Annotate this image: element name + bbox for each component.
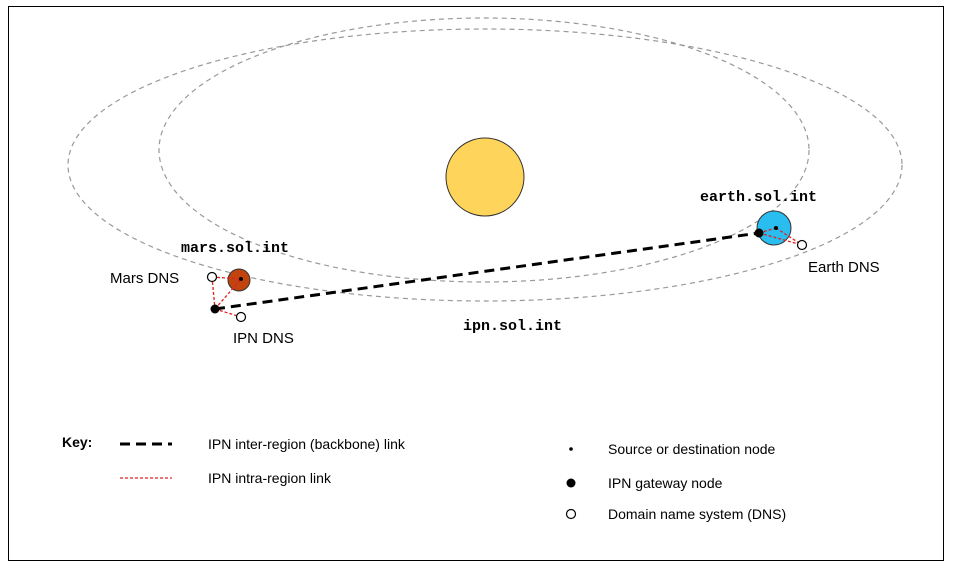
- earth-dns-label: Earth DNS: [808, 259, 880, 276]
- ipn-gateway-node: [210, 304, 220, 314]
- mars-intra-link-c: [214, 278, 242, 310]
- mars-dns-label: Mars DNS: [110, 270, 179, 287]
- legend-gateway-label: IPN gateway node: [608, 475, 723, 491]
- mars-source-node: [239, 277, 243, 281]
- legend-source-dot: [569, 447, 573, 451]
- inner-orbit: [158, 17, 810, 283]
- mars-intra-link-b: [211, 276, 216, 310]
- legend-intra-label: IPN intra-region link: [208, 470, 332, 486]
- earth-region-label: earth.sol.int: [700, 189, 817, 206]
- legend-backbone-label: IPN inter-region (backbone) link: [208, 436, 406, 452]
- earth-source-node: [774, 226, 778, 230]
- ipn-dns-label: IPN DNS: [233, 330, 294, 347]
- mars-region-label: mars.sol.int: [181, 240, 289, 257]
- earth-dns-node: [796, 239, 808, 251]
- legend-dns-dot: [565, 508, 577, 520]
- mars-dns-node: [206, 271, 218, 283]
- backbone-link: [214, 231, 760, 311]
- legend: Key: IPN inter-region (backbone) link IP…: [62, 434, 786, 522]
- diagram-frame: [8, 6, 944, 561]
- sun: [445, 137, 525, 217]
- legend-source-label: Source or destination node: [608, 441, 776, 457]
- legend-gateway-dot: [566, 478, 576, 488]
- earth-gateway-node: [754, 228, 764, 238]
- legend-title: Key:: [62, 434, 92, 450]
- outer-orbit: [67, 28, 903, 302]
- mars-planet: [227, 268, 251, 292]
- ipn-region-label: ipn.sol.int: [463, 318, 562, 335]
- legend-dns-label: Domain name system (DNS): [608, 506, 786, 522]
- earth-intra-link-dns: [758, 232, 803, 246]
- earth-intra-link-dns2: [775, 227, 803, 246]
- ipn-dns-node: [235, 311, 247, 323]
